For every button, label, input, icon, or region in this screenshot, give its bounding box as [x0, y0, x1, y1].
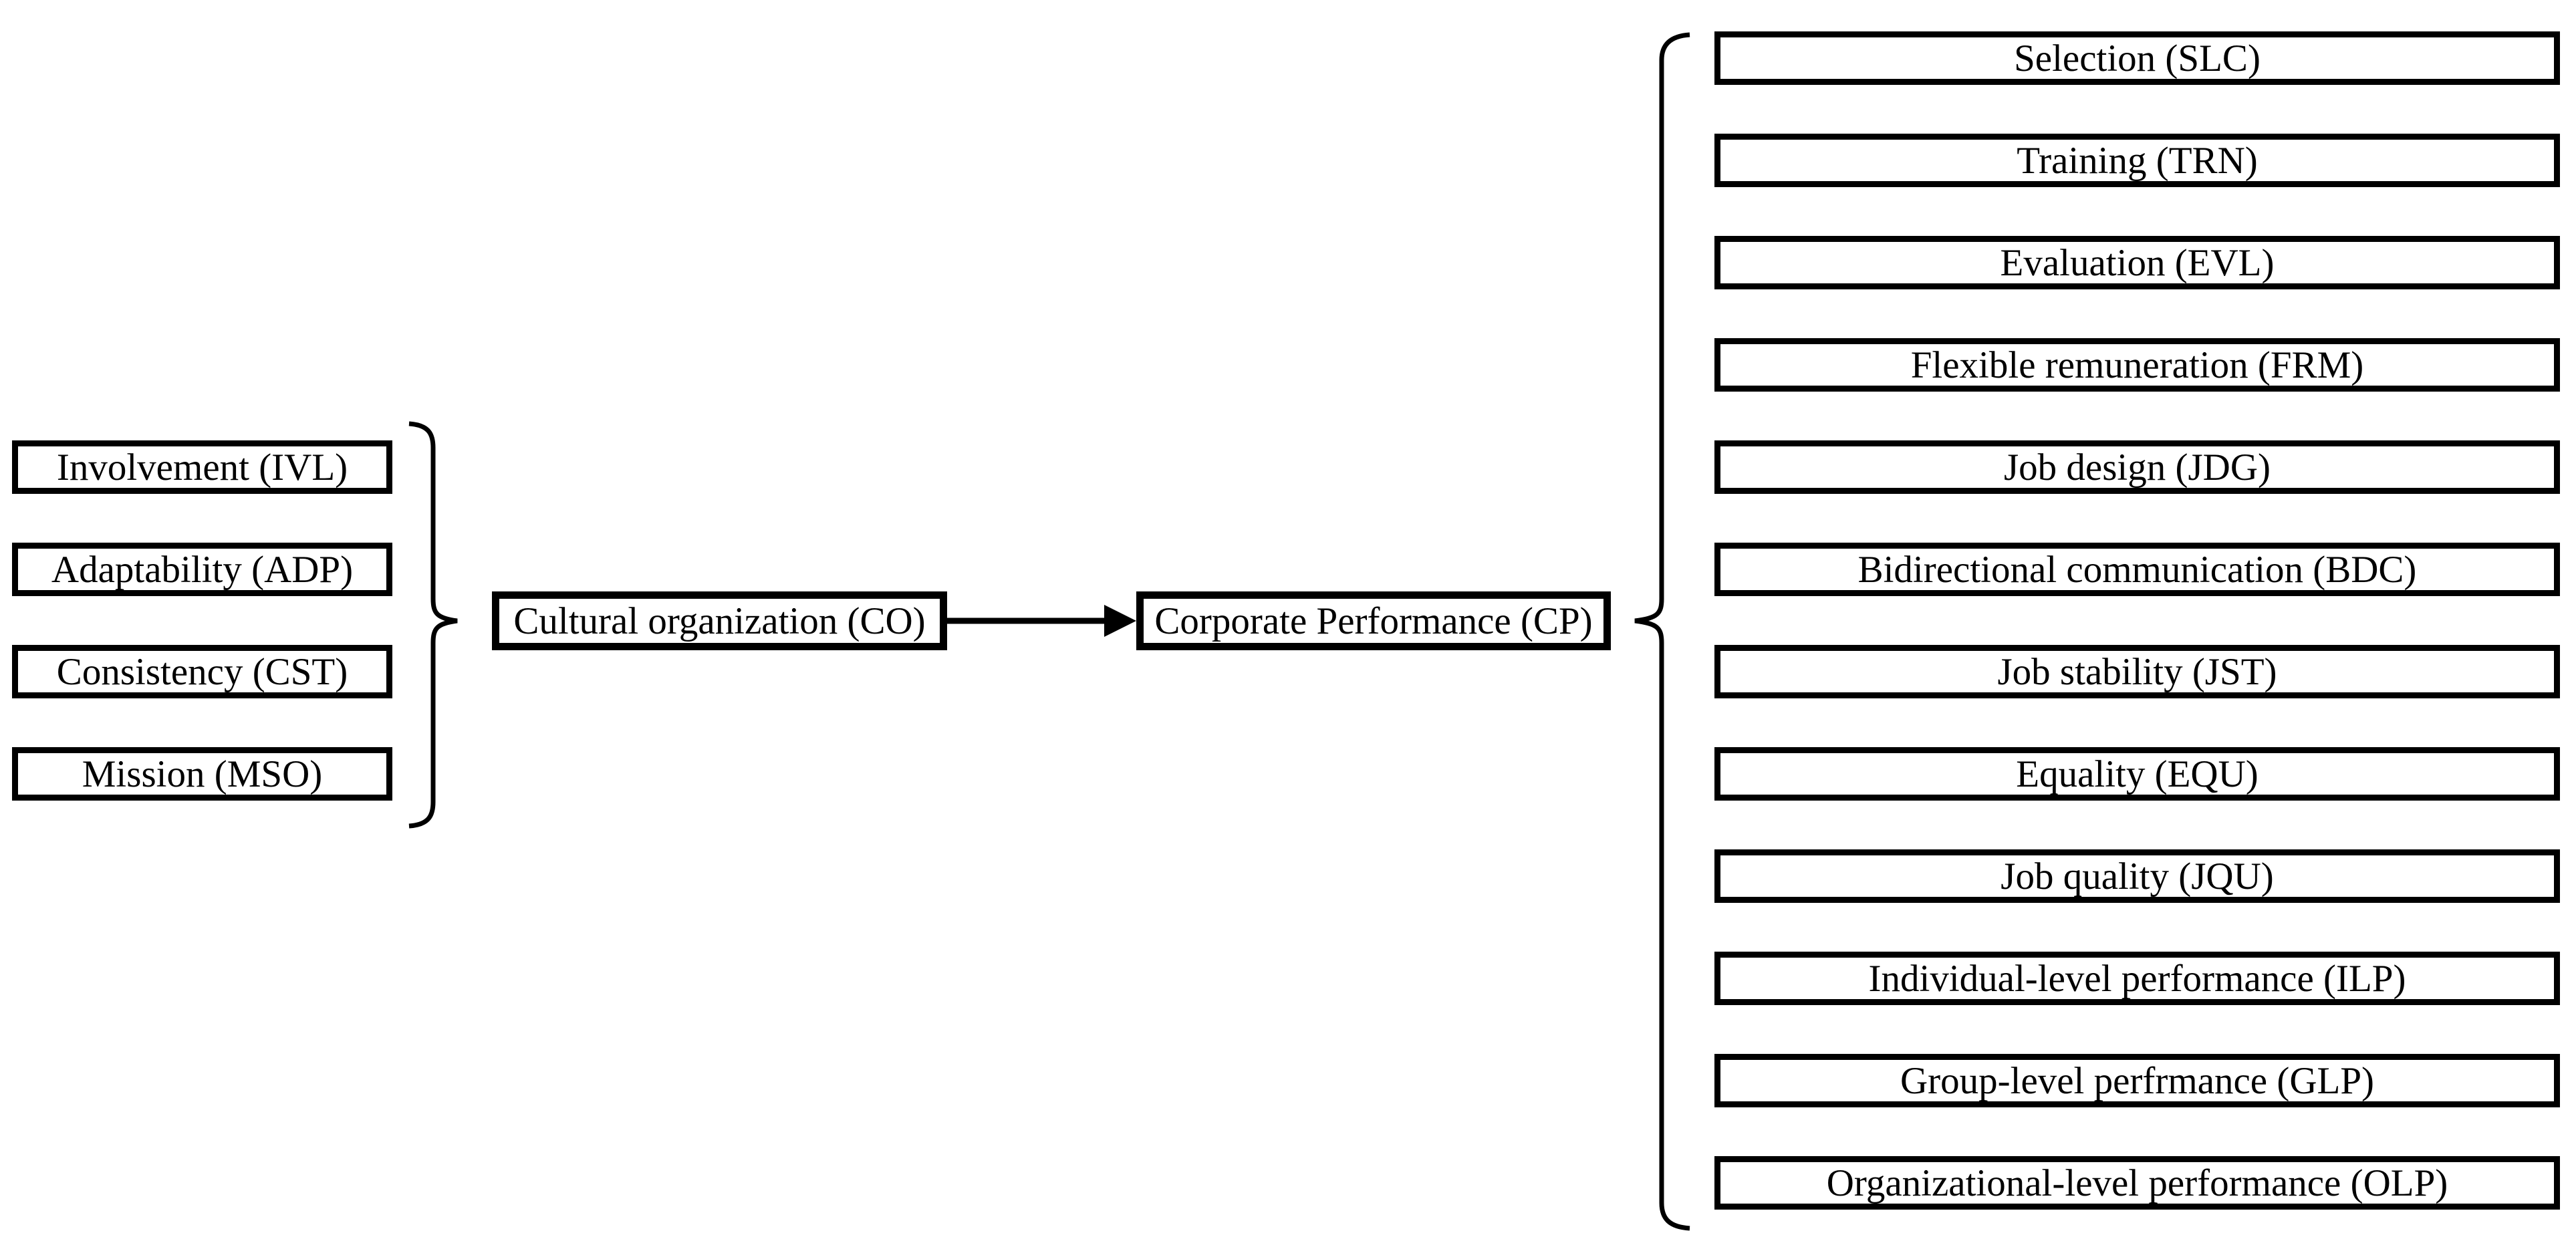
box-corporate-performance: Corporate Performance (CP): [1136, 591, 1611, 650]
box-adaptability: Adaptability (ADP): [12, 543, 392, 596]
box-bidirectional-communication: Bidirectional communication (BDC): [1714, 543, 2560, 596]
box-consistency: Consistency (CST): [12, 645, 392, 698]
arrow-head-icon: [1104, 605, 1136, 637]
box-organizational-level-performance: Organizational-level performance (OLP): [1714, 1156, 2560, 1210]
box-mission: Mission (MSO): [12, 747, 392, 801]
box-job-quality: Job quality (JQU): [1714, 849, 2560, 903]
box-selection: Selection (SLC): [1714, 31, 2560, 85]
box-evaluation: Evaluation (EVL): [1714, 236, 2560, 289]
box-training: Training (TRN): [1714, 134, 2560, 187]
box-equality: Equality (EQU): [1714, 747, 2560, 801]
box-group-level-performance: Group-level perfrmance (GLP): [1714, 1054, 2560, 1107]
box-individual-level-performance: Individual-level performance (ILP): [1714, 952, 2560, 1005]
box-flexible-remuneration: Flexible remuneration (FRM): [1714, 338, 2560, 392]
arrow-icon: [947, 605, 1136, 637]
box-job-design: Job design (JDG): [1714, 440, 2560, 494]
left-brace-icon: [408, 421, 458, 829]
box-cultural-organization: Cultural organization (CO): [492, 591, 947, 650]
right-brace-icon: [1634, 32, 1690, 1231]
box-job-stability: Job stability (JST): [1714, 645, 2560, 698]
box-involvement: Involvement (IVL): [12, 440, 392, 494]
